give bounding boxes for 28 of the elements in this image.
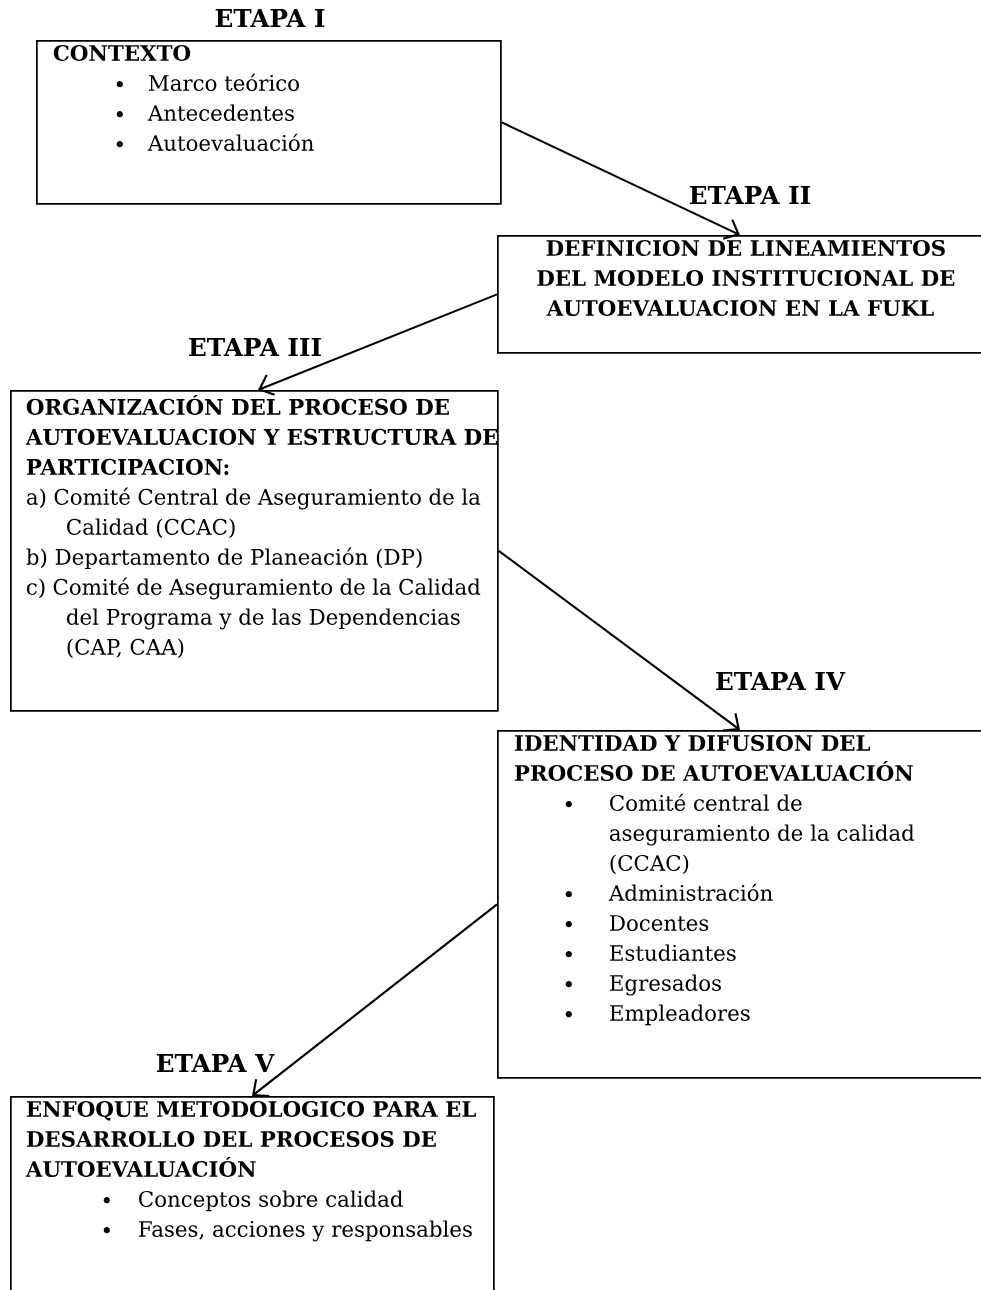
arrow	[258, 293, 498, 396]
list-item: Comité central de aseguramiento de la calidad (CCAC)	[609, 793, 915, 875]
list-item: Autoevaluación	[147, 133, 314, 151]
box-heading: ENFOQUE METODOLOGICO PARA EL DESARROLLO DEL PROCESOS DE AUTOEVALUACIÓN	[25, 1100, 476, 1177]
box-heading: IDENTIDAD Y DIFUSION DEL PROCESO DE AUTOEVALUACIÓN	[514, 734, 913, 781]
list-item: Administración	[608, 883, 773, 901]
list-item: a) Comité Central de Aseguramiento de la Calidad (CCAC)	[26, 487, 481, 538]
arrow	[501, 121, 740, 240]
list-item: Antecedentes	[147, 104, 294, 121]
list-item: Egresados	[610, 974, 721, 996]
list-item: Fases, acciones y responsables	[139, 1220, 472, 1242]
box-heading: CONTEXTO	[53, 44, 191, 61]
stage-label: ETAPA IV	[716, 672, 846, 690]
list-item: Empleadores	[610, 1004, 750, 1026]
arrow	[498, 550, 740, 732]
list-item: Docentes	[610, 915, 709, 931]
list-item: Conceptos sobre calidad	[139, 1190, 403, 1212]
stage-label: ETAPA I	[215, 9, 325, 27]
stage-label: ETAPA II	[689, 186, 811, 204]
stage-label: ETAPA III	[189, 338, 321, 356]
list-item: Estudiantes	[610, 944, 736, 961]
list-item: c) Comité de Aseguramiento de la Calidad del Programa y de las Dependencias (CAP, CAA)	[26, 577, 481, 658]
list-item: b) Departamento de Planeación (DP)	[26, 547, 422, 570]
stage-label: ETAPA V	[156, 1054, 275, 1072]
list-item: Marco teórico	[148, 73, 299, 91]
box-heading: ORGANIZACIÓN DEL PROCESO DE AUTOEVALUACION Y ESTRUCTURA DE PARTICIPACION:	[25, 394, 498, 475]
box-heading: DEFINICION DE LINEAMIENTOS DEL MODELO INSTITUCIONAL DE AUTOEVALUACION EN LA FUKL	[537, 239, 955, 316]
arrow	[252, 903, 498, 1098]
